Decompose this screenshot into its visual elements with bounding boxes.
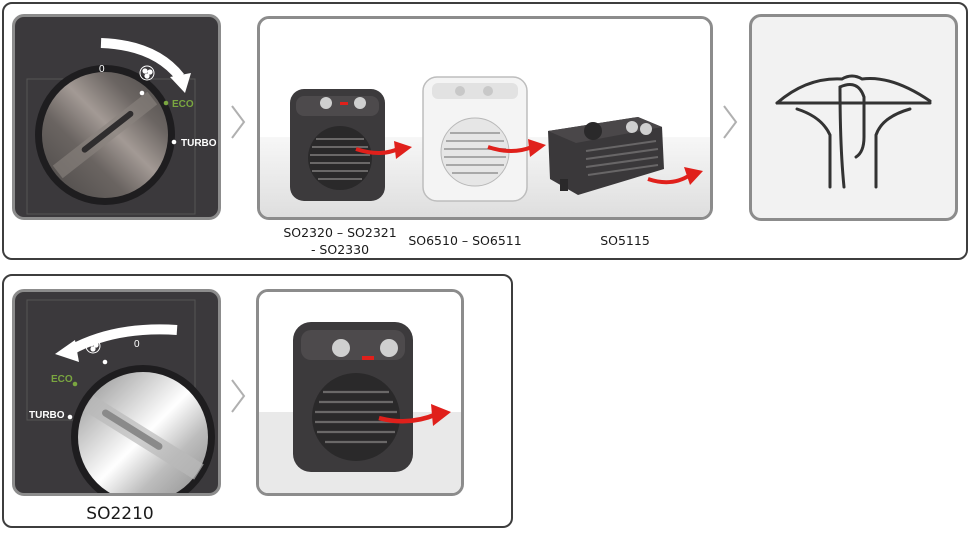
rotation-arrow-icon: [100, 38, 184, 81]
chevron-right-icon: [723, 105, 738, 139]
caption-so2320-line1: SO2320 – SO2321: [283, 225, 397, 240]
chevron-right-icon: [231, 379, 246, 413]
dial-label-turbo: TURBO: [181, 138, 217, 149]
touch-panel: [749, 14, 958, 221]
rotation-arrow-icon: [68, 324, 178, 355]
heaters-illustration: [260, 19, 710, 217]
caption-so6510: SO6510 – SO6511: [408, 233, 522, 248]
fan-icon: [85, 338, 101, 354]
dial-bottom-illustration: [26, 299, 215, 493]
heater-panel-bottom: [256, 289, 464, 496]
heater-so6510-icon: [422, 76, 528, 202]
dial-panel-top: 0 ECO TURBO: [12, 14, 221, 220]
dial-top-illustration: [26, 38, 196, 215]
chevron-right-icon: [231, 105, 246, 139]
bottom-row-frame: [2, 274, 513, 528]
heater-so2320-icon: [290, 89, 385, 201]
knob-grip: [52, 91, 158, 179]
heat-arrow-icon: [394, 141, 412, 159]
heat-arrow-icon: [528, 139, 546, 157]
dial-label-eco: ECO: [51, 374, 73, 385]
dial-label-zero: 0: [134, 339, 140, 350]
fan-icon: [139, 65, 155, 81]
heat-arrow-icon: [684, 167, 703, 185]
dial-panel-bottom: 0 ECO TURBO: [12, 289, 221, 496]
top-row-frame: [2, 2, 968, 260]
heaters-panel: [257, 16, 713, 220]
caption-so2320-line2: - SO2330: [310, 242, 370, 257]
dial-label-turbo: TURBO: [29, 410, 65, 421]
finger-touch-icon: [775, 74, 932, 189]
dial-label-zero: 0: [99, 64, 105, 75]
caption-so2320: SO2320 – SO2321 - SO2330: [270, 224, 410, 258]
heater-so5115-icon: [548, 117, 664, 195]
heater-so2210-icon: [259, 292, 461, 493]
caption-so2210: SO2210: [86, 504, 154, 524]
knob-grip: [83, 395, 204, 480]
caption-so5115: SO5115: [600, 233, 650, 248]
dial-label-eco: ECO: [172, 99, 194, 110]
